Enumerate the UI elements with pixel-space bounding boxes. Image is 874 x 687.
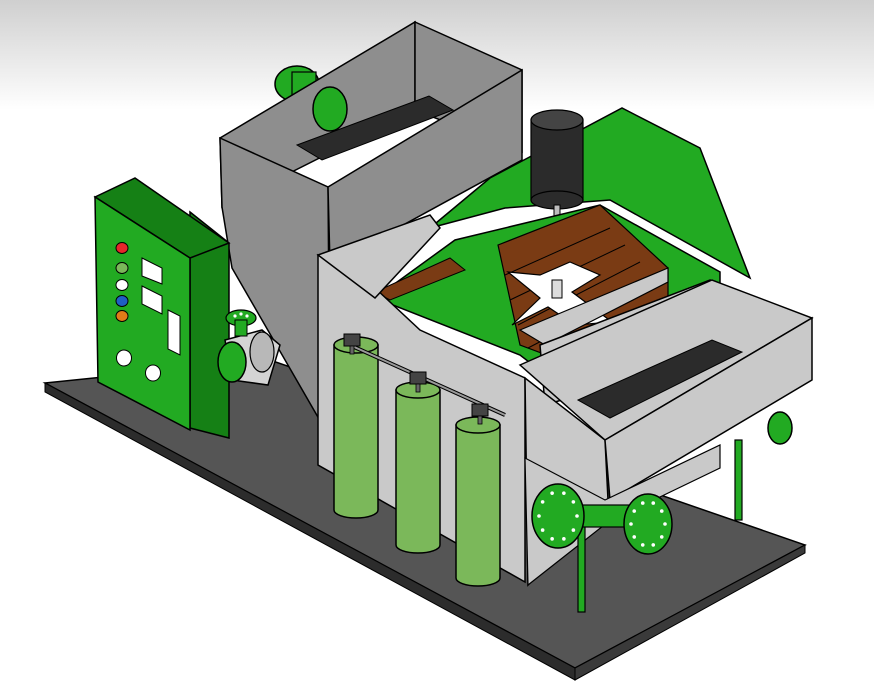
- push-button: [145, 364, 161, 382]
- cylinder-body: [455, 424, 501, 587]
- flange-bolt: [629, 522, 633, 526]
- indicator-light-green: [115, 262, 129, 274]
- blade-hub: [551, 279, 563, 299]
- display-window: [167, 309, 181, 356]
- green-chute: [429, 107, 752, 280]
- flange-bolt: [550, 491, 554, 495]
- control-panel-front: [94, 195, 191, 432]
- valve-stem: [477, 415, 483, 425]
- pump-bolt: [233, 314, 237, 318]
- flange-bolt: [640, 501, 645, 505]
- tank-discharge-slot: [576, 339, 744, 419]
- hopper-slot: [295, 95, 455, 161]
- pump-icon: [217, 309, 281, 386]
- support-leg: [734, 439, 743, 521]
- flange-bolt: [651, 501, 656, 505]
- pump-stem: [234, 319, 248, 337]
- cylinder-body: [333, 344, 379, 519]
- flange-bolt: [562, 537, 566, 541]
- display-window: [141, 285, 163, 315]
- control-panel-icon: [93, 177, 231, 439]
- flange-bolt: [540, 500, 545, 504]
- hopper-right-face: [327, 68, 523, 267]
- tank-inner-divider: [518, 267, 669, 346]
- flange-icon: [623, 493, 673, 555]
- flange-bolt: [550, 537, 554, 541]
- pump-inlet: [249, 331, 275, 373]
- flange-bolt: [651, 543, 656, 547]
- cylinder-valves: [343, 333, 489, 425]
- flange-bolts: [537, 491, 667, 547]
- flange-bolt: [659, 509, 664, 513]
- flange-bolt: [659, 535, 664, 539]
- filter-cylinder-icon: [333, 336, 501, 587]
- wood-slat: [517, 261, 641, 326]
- indicator-white: [115, 279, 129, 291]
- valve-stem: [415, 383, 421, 393]
- cylinder-valve: [409, 371, 427, 385]
- flange-bolt: [571, 500, 576, 504]
- flange-bolt: [632, 509, 637, 513]
- cylinder-body: [395, 389, 441, 554]
- cylinder-valve: [343, 333, 361, 347]
- push-button: [116, 349, 132, 367]
- pump-flange: [217, 341, 247, 383]
- pump-bolt: [239, 312, 243, 316]
- base-right-edge: [574, 544, 806, 681]
- hopper-front-face: [219, 136, 331, 441]
- indicator-blue: [115, 295, 129, 307]
- flange-bolt: [562, 491, 566, 495]
- drive-motor-top: [530, 109, 584, 131]
- valve-stem: [349, 345, 355, 355]
- flange-bolt: [640, 543, 645, 547]
- indicator-red: [115, 242, 129, 254]
- cylinder-valve: [471, 403, 489, 417]
- right-flange: [767, 411, 793, 445]
- flange-bolt: [571, 528, 576, 532]
- tank-right-face: [604, 316, 813, 502]
- flange-bolt: [575, 514, 579, 518]
- hopper-port: [312, 86, 348, 132]
- drive-motor-body: [530, 119, 584, 201]
- display-window: [141, 257, 163, 285]
- pump-bolt: [245, 314, 249, 318]
- hopper-icon: [219, 20, 523, 441]
- indicator-orange: [115, 310, 129, 322]
- tank-rim-left: [316, 214, 441, 300]
- outlet-pipes: [531, 483, 673, 555]
- flange-bolt: [540, 528, 545, 532]
- flange-icon: [531, 483, 585, 549]
- flange-bolt: [537, 514, 541, 518]
- flange-bolt: [632, 535, 637, 539]
- flange-bolt: [663, 522, 667, 526]
- wood-slat: [504, 227, 611, 276]
